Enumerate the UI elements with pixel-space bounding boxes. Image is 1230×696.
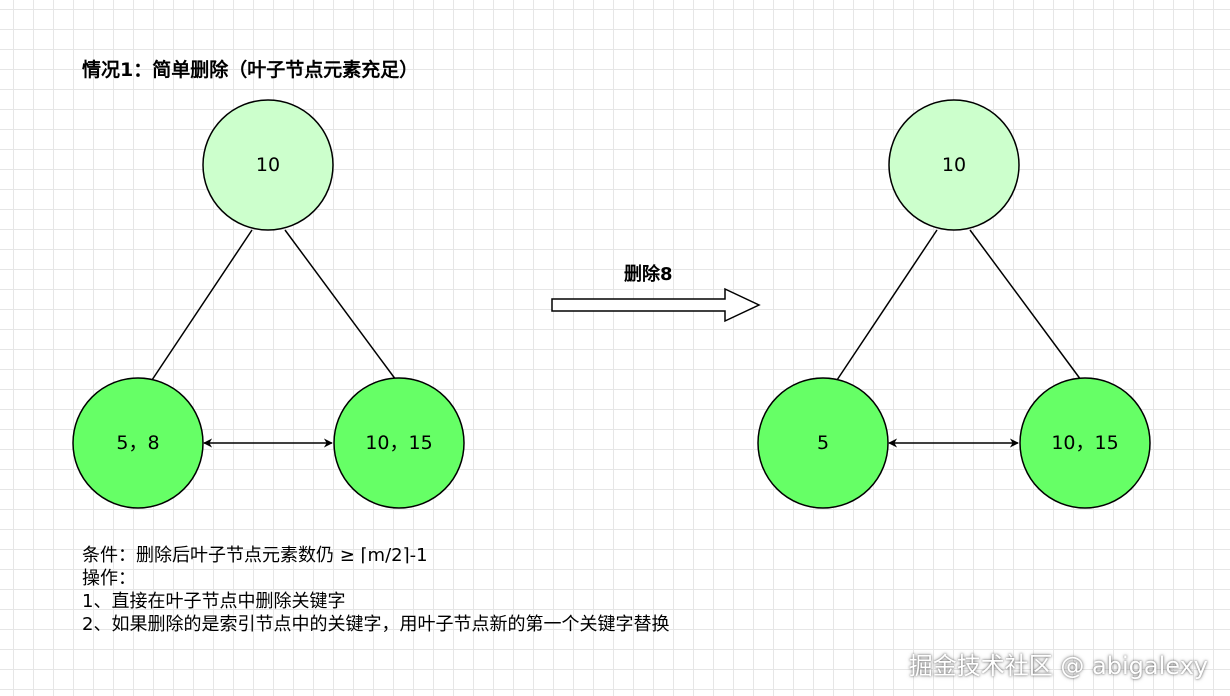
before-edge-root-right — [284, 229, 397, 381]
before-left-leaf-label: 5，8 — [116, 432, 159, 454]
watermark: 掘金技术社区 @ abigalexy — [908, 652, 1208, 680]
before-edge-root-left — [151, 229, 253, 381]
before-root-node: 10 — [202, 99, 334, 231]
before-right-leaf-circle — [333, 377, 465, 509]
after-right-leaf-node: 10，15 — [1019, 377, 1151, 509]
after-root-node: 10 — [888, 99, 1020, 231]
after-edge-root-left — [836, 229, 938, 381]
after-left-leaf-label: 5 — [817, 432, 829, 454]
diagram-title: 情况1：简单删除（叶子节点元素充足） — [82, 59, 419, 81]
before-right-leaf-node: 10，15 — [333, 377, 465, 509]
after-root-label: 10 — [942, 154, 966, 176]
before-right-leaf-label: 10，15 — [365, 432, 432, 454]
transition-arrow — [551, 287, 761, 323]
operation-step-2: 2、如果删除的是索引节点中的关键字，用叶子节点新的第一个关键字替换 — [82, 614, 670, 635]
before-root-label: 10 — [256, 154, 280, 176]
before-left-leaf-node: 5，8 — [72, 377, 204, 509]
operation-step-1: 1、直接在叶子节点中删除关键字 — [82, 591, 346, 612]
after-left-leaf-circle — [757, 377, 889, 509]
after-root-circle — [888, 99, 1020, 231]
transition-label: 删除8 — [624, 264, 673, 285]
after-edge-root-right — [969, 229, 1082, 381]
after-right-leaf-label: 10，15 — [1051, 432, 1118, 454]
after-right-leaf-circle — [1019, 377, 1151, 509]
operation-heading: 操作： — [82, 568, 136, 589]
before-root-circle — [202, 99, 334, 231]
condition-text: 条件：删除后叶子节点元素数仍 ≥ ⌈m/2⌉-1 — [82, 545, 428, 566]
before-left-leaf-circle — [72, 377, 204, 509]
notes-block: 条件：删除后叶子节点元素数仍 ≥ ⌈m/2⌉-1 操作： 1、直接在叶子节点中删… — [82, 544, 669, 636]
after-left-leaf-node: 5 — [757, 377, 889, 509]
